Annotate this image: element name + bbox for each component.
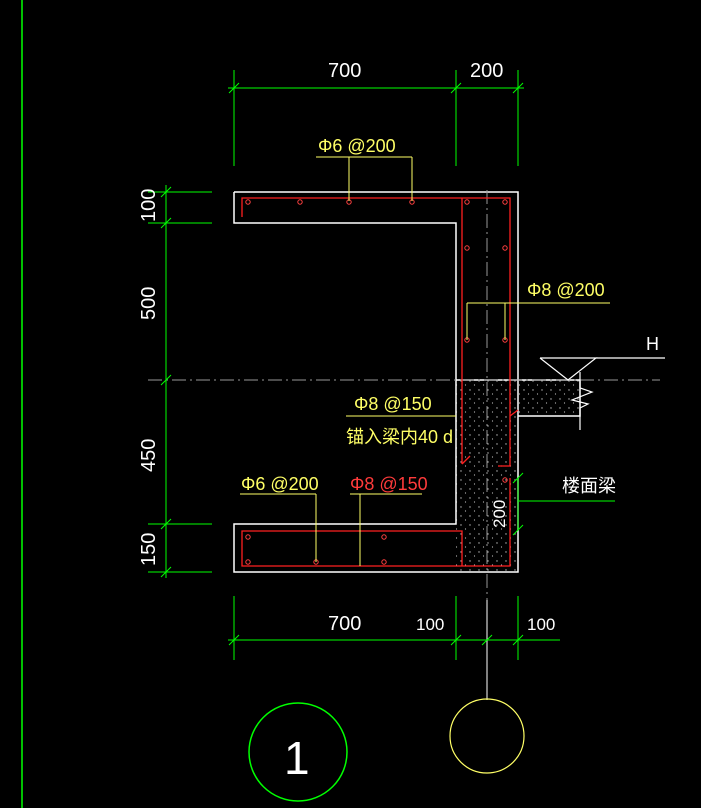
label-bottom-dist-rebar: Φ6 @200 [241,474,319,494]
dim-top-left: 700 [328,60,361,82]
label-anchor-note: 锚入梁内40 d [346,427,453,447]
label-bottom-main-rebar: Φ8 @150 [350,474,428,494]
dim-bottom-right: 100 [527,615,555,634]
elevation-label: H [646,334,659,354]
label-floor-beam: 楼面梁 [562,476,616,496]
dim-bottom-left: 700 [328,613,361,635]
axis-marker-circle [449,698,525,774]
break-symbol [570,372,594,430]
label-top-slab-rebar: Φ6 @200 [318,136,396,156]
dim-bottom-mid: 100 [416,615,444,634]
section-marker-number: 1 [284,732,310,784]
dim-top-right: 200 [470,60,503,82]
dim-beam-height: 200 [490,500,509,528]
dim-left-4: 150 [138,533,160,566]
label-anchor-rebar: Φ8 @150 [354,394,432,414]
elevation-marker [539,357,665,381]
dim-left-3: 450 [138,439,160,472]
section-marker-circle [248,702,348,802]
center-lines [148,190,660,600]
dimension-lines [148,70,615,660]
label-wall-rebar: Φ8 @200 [527,280,605,300]
leader-lines [240,156,610,566]
dim-left-2: 500 [138,287,160,320]
dim-left-1: 100 [138,189,160,222]
rebar-lines [241,197,519,567]
